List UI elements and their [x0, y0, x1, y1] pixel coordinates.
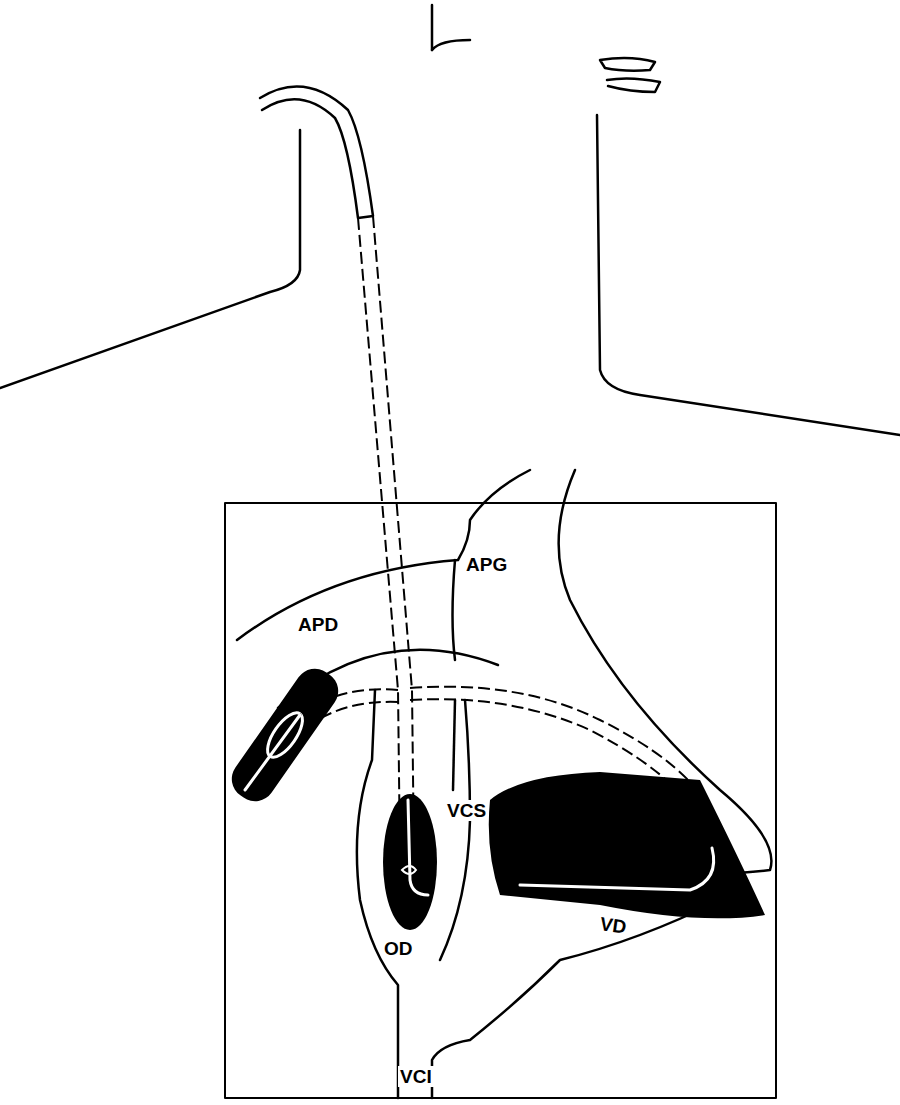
head-outline	[432, 40, 470, 50]
aorta-line	[453, 560, 456, 660]
catheter-in-artery	[245, 715, 300, 790]
septum-line	[440, 700, 470, 960]
inset-frame	[225, 503, 776, 1098]
part-label: OD	[382, 938, 415, 959]
part-label: APD	[296, 614, 340, 635]
part-label: VCI	[398, 1066, 434, 1087]
right-ventricle-fill	[489, 772, 765, 918]
part-label: VCS	[445, 800, 488, 821]
vcs-line	[453, 700, 455, 790]
catheter-dashed-artery	[300, 689, 398, 715]
catheter-in-atrium	[408, 800, 428, 895]
catheter-in-ventricle	[520, 848, 714, 890]
catheter-dashed	[373, 216, 414, 860]
lips	[600, 58, 660, 92]
part-label: VD	[597, 913, 630, 938]
catheter-dashed-ventricle	[410, 699, 708, 850]
neck-front-outline	[597, 115, 900, 435]
neck-back-outline	[0, 130, 300, 388]
head-outline	[431, 5, 434, 50]
catheter-dashed-ventricle	[410, 687, 722, 850]
right-atrium-fill	[383, 794, 437, 930]
balloon-region	[224, 661, 346, 809]
catheter-dashed-artery	[310, 702, 398, 725]
part-label: APG	[464, 554, 509, 575]
catheter-tip	[402, 866, 416, 874]
catheter-external	[260, 86, 373, 218]
pulmonary-artery-outline	[237, 470, 530, 640]
heart-lower-outline	[432, 900, 720, 1098]
catheter-dashed	[358, 218, 400, 860]
